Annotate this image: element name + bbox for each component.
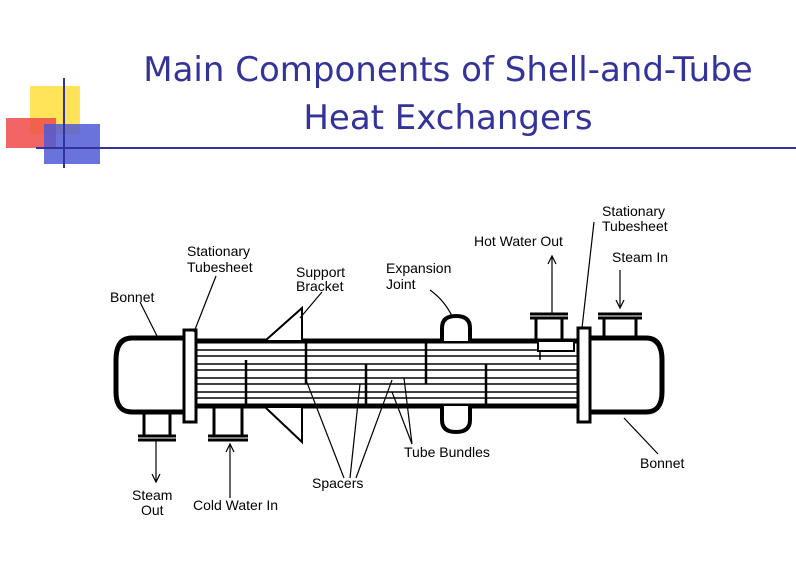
diagram-labels: Bonnet Stationary Tubesheet Support Brac…	[110, 203, 684, 518]
slide-title: Main Components of Shell-and-Tube Heat E…	[100, 46, 796, 142]
hot-water-out-nozzle	[530, 312, 575, 352]
steam-out-nozzle	[138, 412, 176, 442]
left-bonnet	[113, 335, 188, 415]
right-tubesheet	[576, 326, 592, 424]
label-steam-out-1: Steam	[132, 487, 172, 503]
spacer-baffles	[244, 341, 488, 406]
label-support-bracket-2: Bracket	[296, 278, 344, 294]
label-steam-out-2: Out	[141, 502, 164, 518]
cold-water-in-nozzle	[208, 408, 248, 442]
label-expansion-joint-1: Expansion	[386, 260, 451, 276]
slide-title-line-1: Main Components of Shell-and-Tube	[143, 50, 753, 90]
label-stationary-tubesheet-right-2: Tubesheet	[602, 218, 668, 234]
support-bracket-bottom	[265, 407, 303, 445]
label-expansion-joint-2: Joint	[386, 276, 416, 292]
label-stationary-tubesheet-left-2: Tubesheet	[187, 259, 253, 275]
tube-bundle	[196, 349, 578, 399]
label-tube-bundles: Tube Bundles	[404, 444, 490, 460]
label-spacers: Spacers	[312, 475, 363, 491]
accent-blue-square	[44, 124, 100, 164]
right-bonnet	[588, 335, 665, 415]
support-bracket-top	[265, 305, 303, 341]
label-bonnet-left: Bonnet	[110, 289, 154, 305]
steam-in-nozzle	[598, 312, 642, 340]
label-bonnet-right: Bonnet	[640, 455, 684, 471]
label-stationary-tubesheet-left-1: Stationary	[187, 243, 250, 259]
label-cold-water-in: Cold Water In	[193, 497, 278, 513]
expansion-joint-bottom	[440, 406, 472, 435]
label-steam-in: Steam In	[612, 249, 668, 265]
leader-lines	[139, 221, 659, 498]
exchanger-drawing	[113, 305, 665, 445]
label-hot-water-out: Hot Water Out	[474, 233, 563, 249]
label-stationary-tubesheet-right-1: Stationary	[602, 203, 665, 219]
slide-title-line-2: Heat Exchangers	[303, 98, 593, 138]
label-support-bracket-1: Support	[296, 264, 345, 280]
left-tubesheet	[182, 328, 198, 424]
expansion-joint-top	[440, 313, 472, 341]
